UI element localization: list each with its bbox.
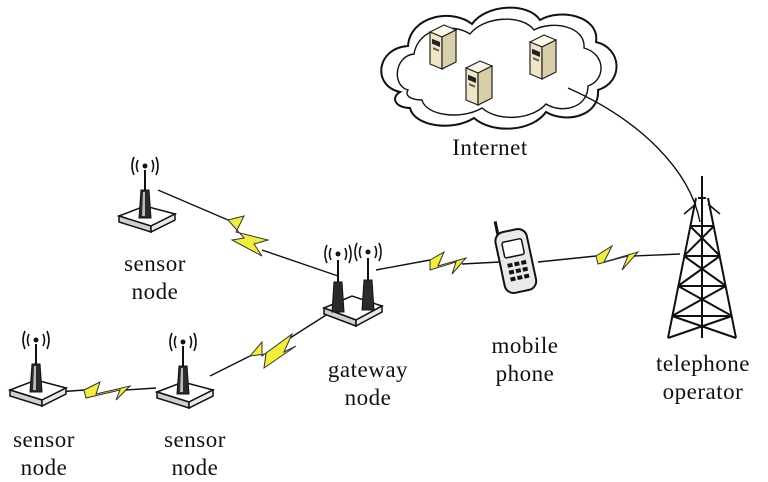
mobile-phone-label-line2: phone — [495, 361, 555, 386]
sensor-node-label-line1: sensor — [124, 251, 186, 276]
wireless-link-sensor-top-gateway — [157, 189, 339, 277]
server-icon — [429, 24, 457, 70]
sensor-node-label-line1: sensor — [164, 427, 226, 452]
telephone-operator-label-line1: telephone — [656, 351, 750, 376]
sensor-node-icon — [157, 333, 213, 408]
gateway-node-label: gateway node — [308, 356, 428, 412]
telephone-operator-label: telephone operator — [640, 350, 766, 406]
sensor-node-icon — [10, 331, 66, 406]
mobile-phone-label: mobile phone — [470, 332, 580, 388]
transmission-tower-icon — [667, 176, 737, 339]
sensor-node-label-line2: node — [131, 279, 179, 304]
wireless-link-gateway-phone — [375, 250, 501, 275]
internet-label-text: Internet — [452, 135, 528, 160]
wireless-link-sensor-mid-gateway — [209, 309, 335, 377]
wireless-link-sensor-left-mid — [57, 381, 157, 401]
gateway-icon — [321, 242, 384, 328]
sensor-node-label-line2: node — [171, 455, 219, 480]
server-icon — [529, 34, 557, 80]
sensor-node-label: sensor node — [100, 250, 210, 306]
mobile-phone-icon — [493, 221, 538, 294]
internet-label: Internet — [430, 134, 550, 162]
telephone-operator-label-line2: operator — [662, 379, 744, 404]
mobile-phone-label-line1: mobile — [491, 333, 559, 358]
sensor-node-icon — [119, 157, 175, 232]
gateway-node-label-line1: gateway — [327, 357, 409, 382]
server-icon — [465, 60, 493, 106]
sensor-node-label: sensor node — [140, 426, 250, 482]
sensor-node-label: sensor node — [0, 426, 94, 482]
wireless-link-phone-tower — [537, 244, 681, 271]
cloud-icon — [380, 6, 618, 130]
sensor-node-label-line2: node — [20, 455, 68, 480]
sensor-node-label-line1: sensor — [13, 427, 75, 452]
gateway-node-label-line2: node — [344, 385, 392, 410]
